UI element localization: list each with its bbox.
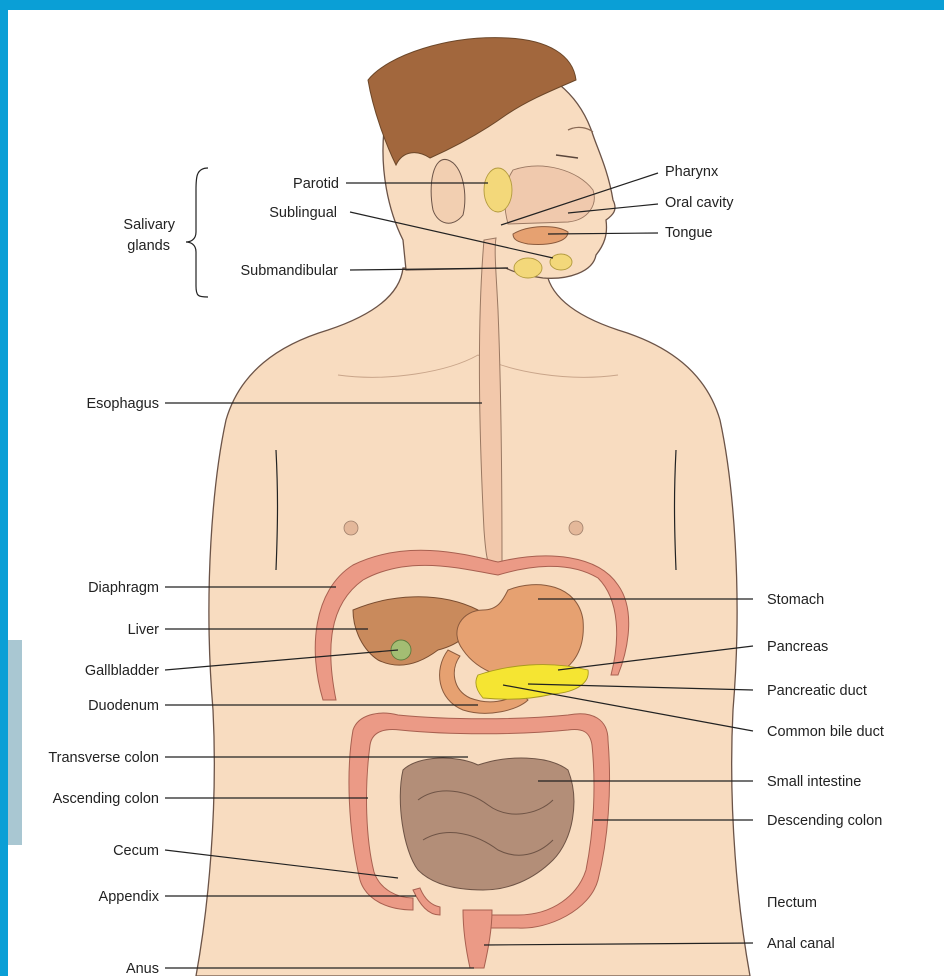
label-pharynx: Pharynx	[665, 164, 719, 180]
label-appendix: Appendix	[99, 889, 160, 905]
label-rectum: Пectum	[767, 895, 817, 911]
label-anal-canal: Anal canal	[767, 936, 835, 952]
label-sublingual: Sublingual	[269, 205, 337, 221]
diagram-frame: Salivary glands Parotid Sublingual Subma…	[8, 10, 944, 976]
label-ascending-colon: Ascending colon	[53, 791, 159, 807]
label-transverse-colon: Transverse colon	[48, 750, 159, 766]
label-tongue: Tongue	[665, 225, 713, 241]
label-parotid: Parotid	[293, 176, 339, 192]
label-pancreatic-duct: Pancreatic duct	[767, 683, 867, 699]
label-salivary-glands-1: Salivary	[123, 217, 175, 233]
label-descending-colon: Descending colon	[767, 813, 882, 829]
digestive-system-diagram: Salivary glands Parotid Sublingual Subma…	[8, 10, 944, 976]
submandibular-gland	[514, 258, 542, 278]
label-anus: Anus	[126, 961, 159, 976]
label-pancreas: Pancreas	[767, 639, 828, 655]
label-liver: Liver	[128, 622, 160, 638]
label-small-intestine: Small intestine	[767, 774, 861, 790]
label-diaphragm: Diaphragm	[88, 580, 159, 596]
label-common-bile-duct: Common bile duct	[767, 724, 884, 740]
label-duodenum: Duodenum	[88, 698, 159, 714]
parotid-gland	[484, 168, 512, 212]
label-oral-cavity: Oral cavity	[665, 195, 734, 211]
label-cecum: Cecum	[113, 843, 159, 859]
nipple-right	[569, 521, 583, 535]
label-gallbladder: Gallbladder	[85, 663, 159, 679]
label-stomach: Stomach	[767, 592, 824, 608]
label-submandibular: Submandibular	[240, 263, 338, 279]
sublingual-gland	[550, 254, 572, 270]
label-salivary-glands-2: glands	[127, 238, 170, 254]
nipple-left	[344, 521, 358, 535]
label-esophagus: Esophagus	[86, 396, 159, 412]
